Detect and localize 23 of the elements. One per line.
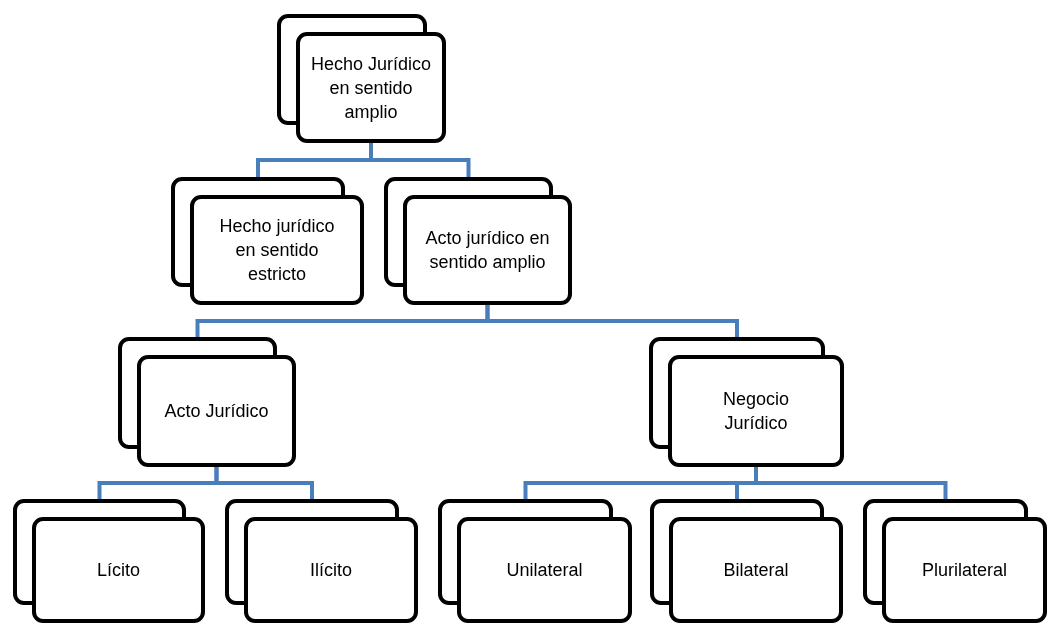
stacked-box [863,499,1047,623]
box-label: Bilateral [723,559,789,582]
stacked-box [225,499,418,623]
stacked-box [171,177,364,305]
stacked-box [13,499,205,623]
box-label: Plurilateral [921,559,1007,582]
box-label: Lícito [97,559,140,582]
stacked-box [277,14,446,143]
box-label: Hecho jurídico en sentido estricto [218,215,336,286]
stacked-box [650,499,843,623]
stacked-box [384,177,572,305]
connector-line [754,467,948,499]
box-label: Unilateral [506,559,583,582]
box-label: Acto Jurídico [164,400,269,423]
stacked-box [649,337,844,467]
box-label: Acto jurídico en sentido amplio [425,227,550,274]
box-label: Negocio Jurídico [721,388,790,435]
box-label: Hecho Jurídico en sentido amplio [309,52,433,124]
connector-line [485,305,739,337]
stacked-box [438,499,632,623]
connector-line [214,467,314,499]
stacked-box [118,337,296,467]
box-label: Ilícito [310,559,352,582]
